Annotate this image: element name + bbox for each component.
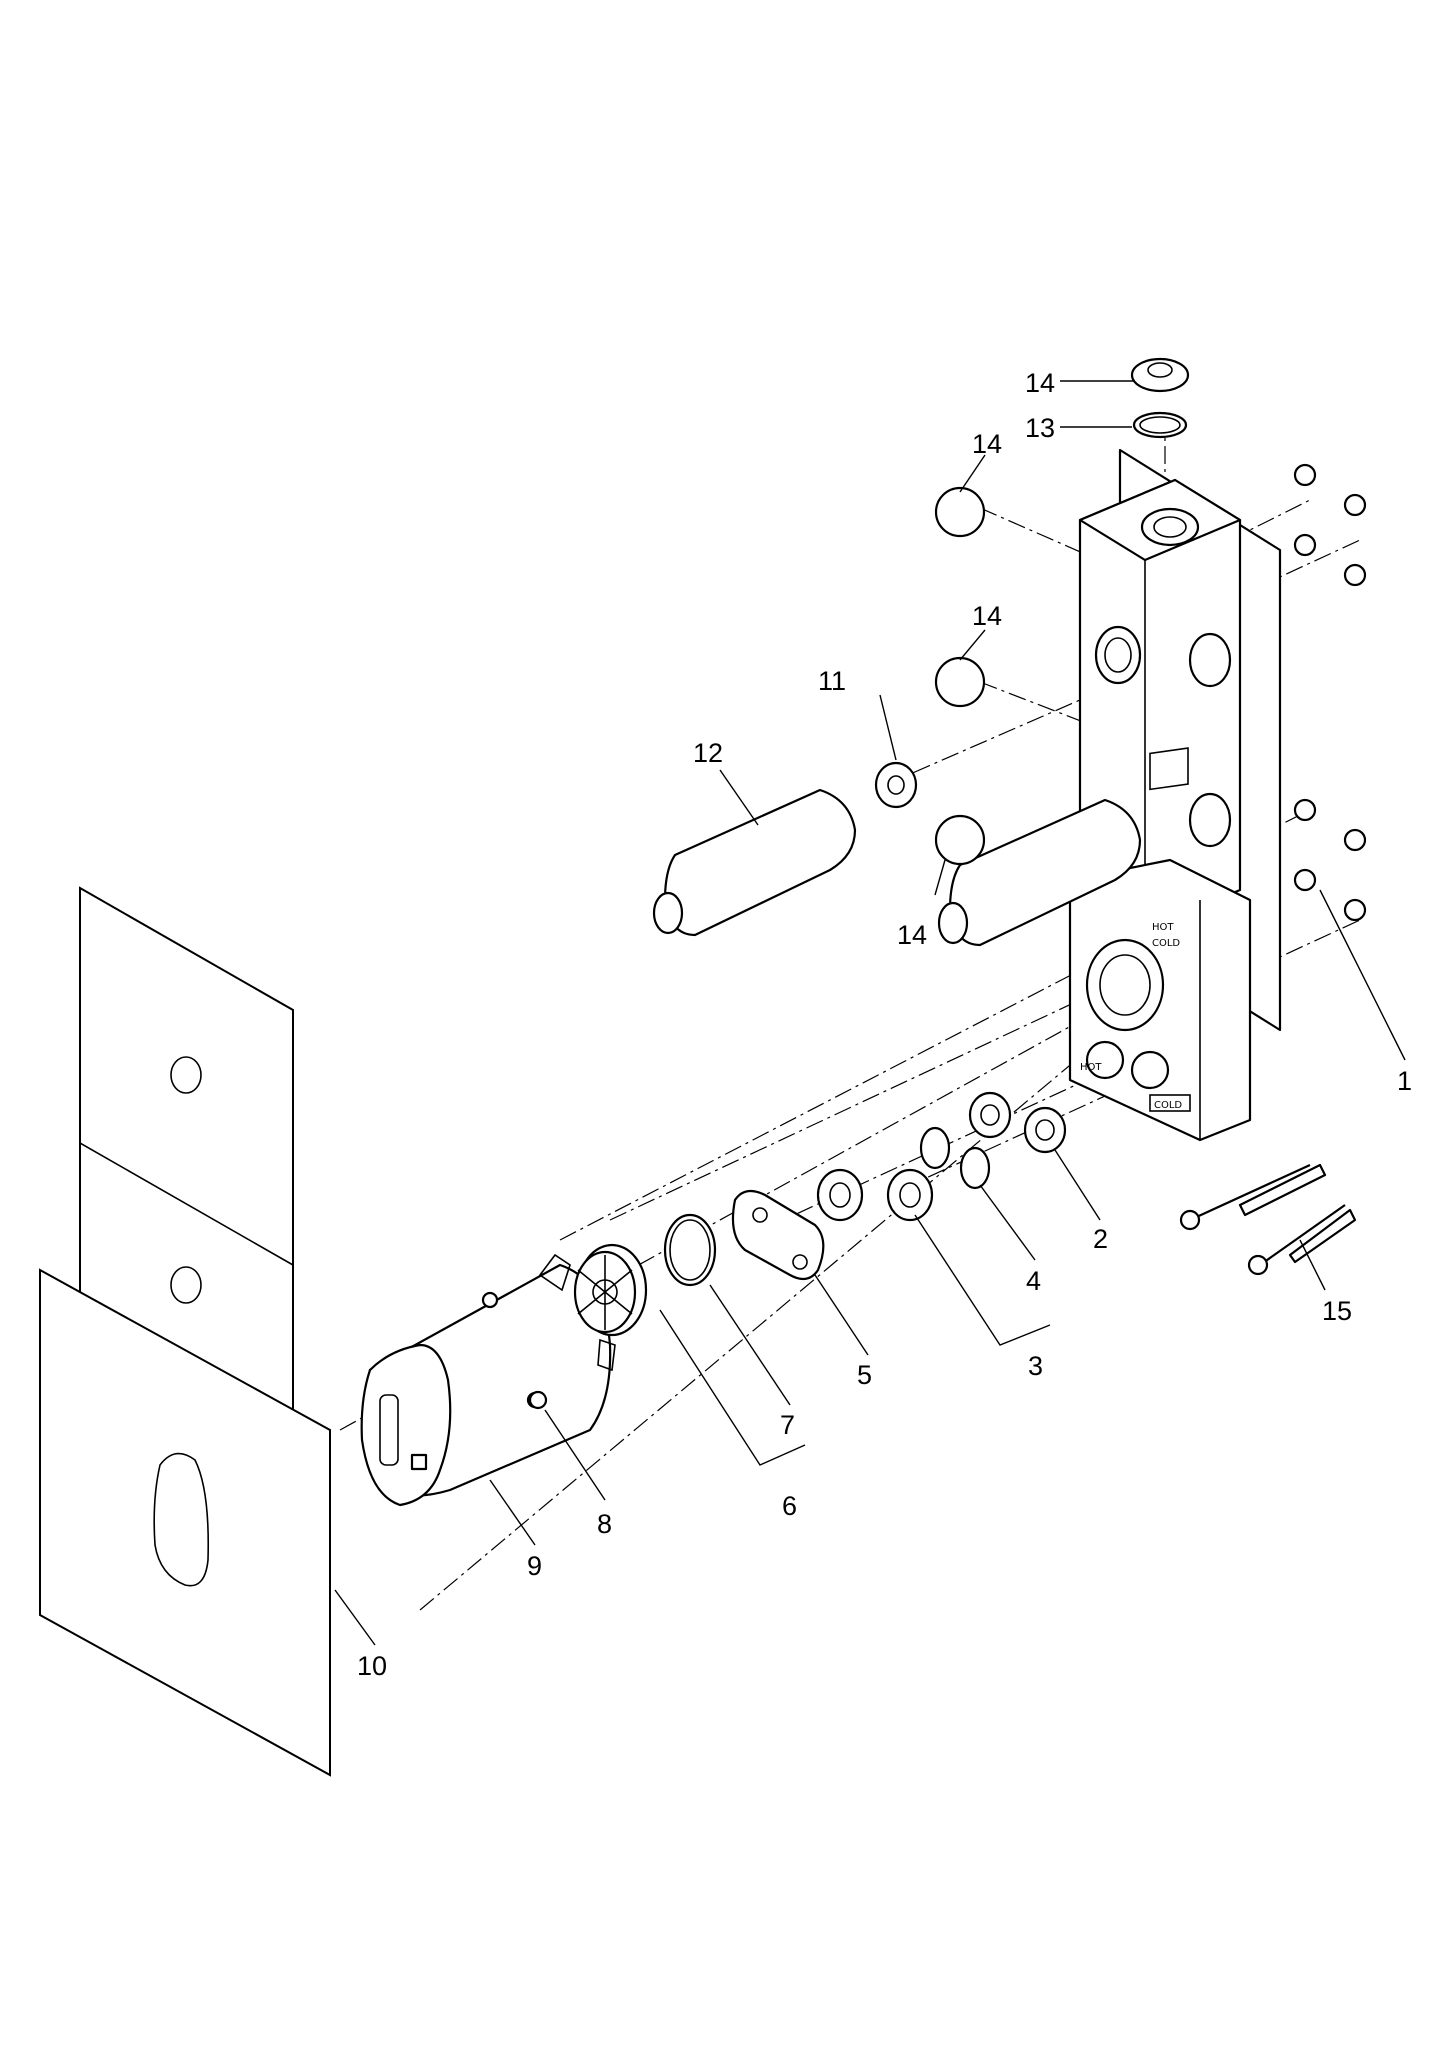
callout-8: 8 xyxy=(597,1509,612,1539)
part-2-check-valve xyxy=(1023,1106,1067,1154)
part-15-anchor-bolts xyxy=(1179,1163,1357,1276)
callout-14-top: 14 xyxy=(1025,368,1055,398)
part-3-check-valves xyxy=(816,1091,1012,1222)
hot-mark-top: HOT xyxy=(1152,922,1174,933)
callout-3: 3 xyxy=(1028,1351,1043,1381)
callout-10: 10 xyxy=(357,1651,387,1681)
callout-1: 1 xyxy=(1397,1066,1412,1096)
part-11-washer xyxy=(874,761,918,809)
callout-2: 2 xyxy=(1093,1224,1108,1254)
leader-lines xyxy=(334,380,1406,1646)
callout-7: 7 xyxy=(780,1410,795,1440)
part-7-o-ring xyxy=(663,1213,717,1287)
part-6-filter-disc xyxy=(573,1243,648,1337)
part-12-extension-sleeve xyxy=(652,788,1142,947)
part-4-o-rings xyxy=(919,1126,991,1190)
callout-9: 9 xyxy=(527,1551,542,1581)
callout-5: 5 xyxy=(857,1360,872,1390)
callout-14-upper: 14 xyxy=(972,429,1002,459)
callout-13: 13 xyxy=(1025,413,1055,443)
callout-labels: 14 13 14 14 11 12 14 1 2 4 15 3 5 7 6 8 … xyxy=(357,368,1412,1681)
callout-14-middle: 14 xyxy=(972,601,1002,631)
callout-15: 15 xyxy=(1322,1296,1352,1326)
part-1-valve-body: HOT COLD HOT COLD xyxy=(1068,448,1367,1142)
callout-4: 4 xyxy=(1026,1266,1041,1296)
part-10-mounting-templates xyxy=(39,886,331,1777)
callout-12: 12 xyxy=(693,738,723,768)
cold-mark-top: COLD xyxy=(1152,938,1180,949)
part-8-screw xyxy=(528,1390,548,1410)
part-5-mounting-bracket xyxy=(731,1189,825,1281)
callout-6: 6 xyxy=(782,1491,797,1521)
callout-14-lower: 14 xyxy=(897,920,927,950)
part-9-cartridge-housing xyxy=(360,1253,616,1507)
cold-mark-front: COLD xyxy=(1154,1100,1182,1111)
part-14-plugs xyxy=(934,357,1190,866)
hot-mark-front: HOT xyxy=(1080,1062,1102,1073)
part-13-seal-ring xyxy=(1132,411,1188,439)
callout-11: 11 xyxy=(818,666,846,696)
